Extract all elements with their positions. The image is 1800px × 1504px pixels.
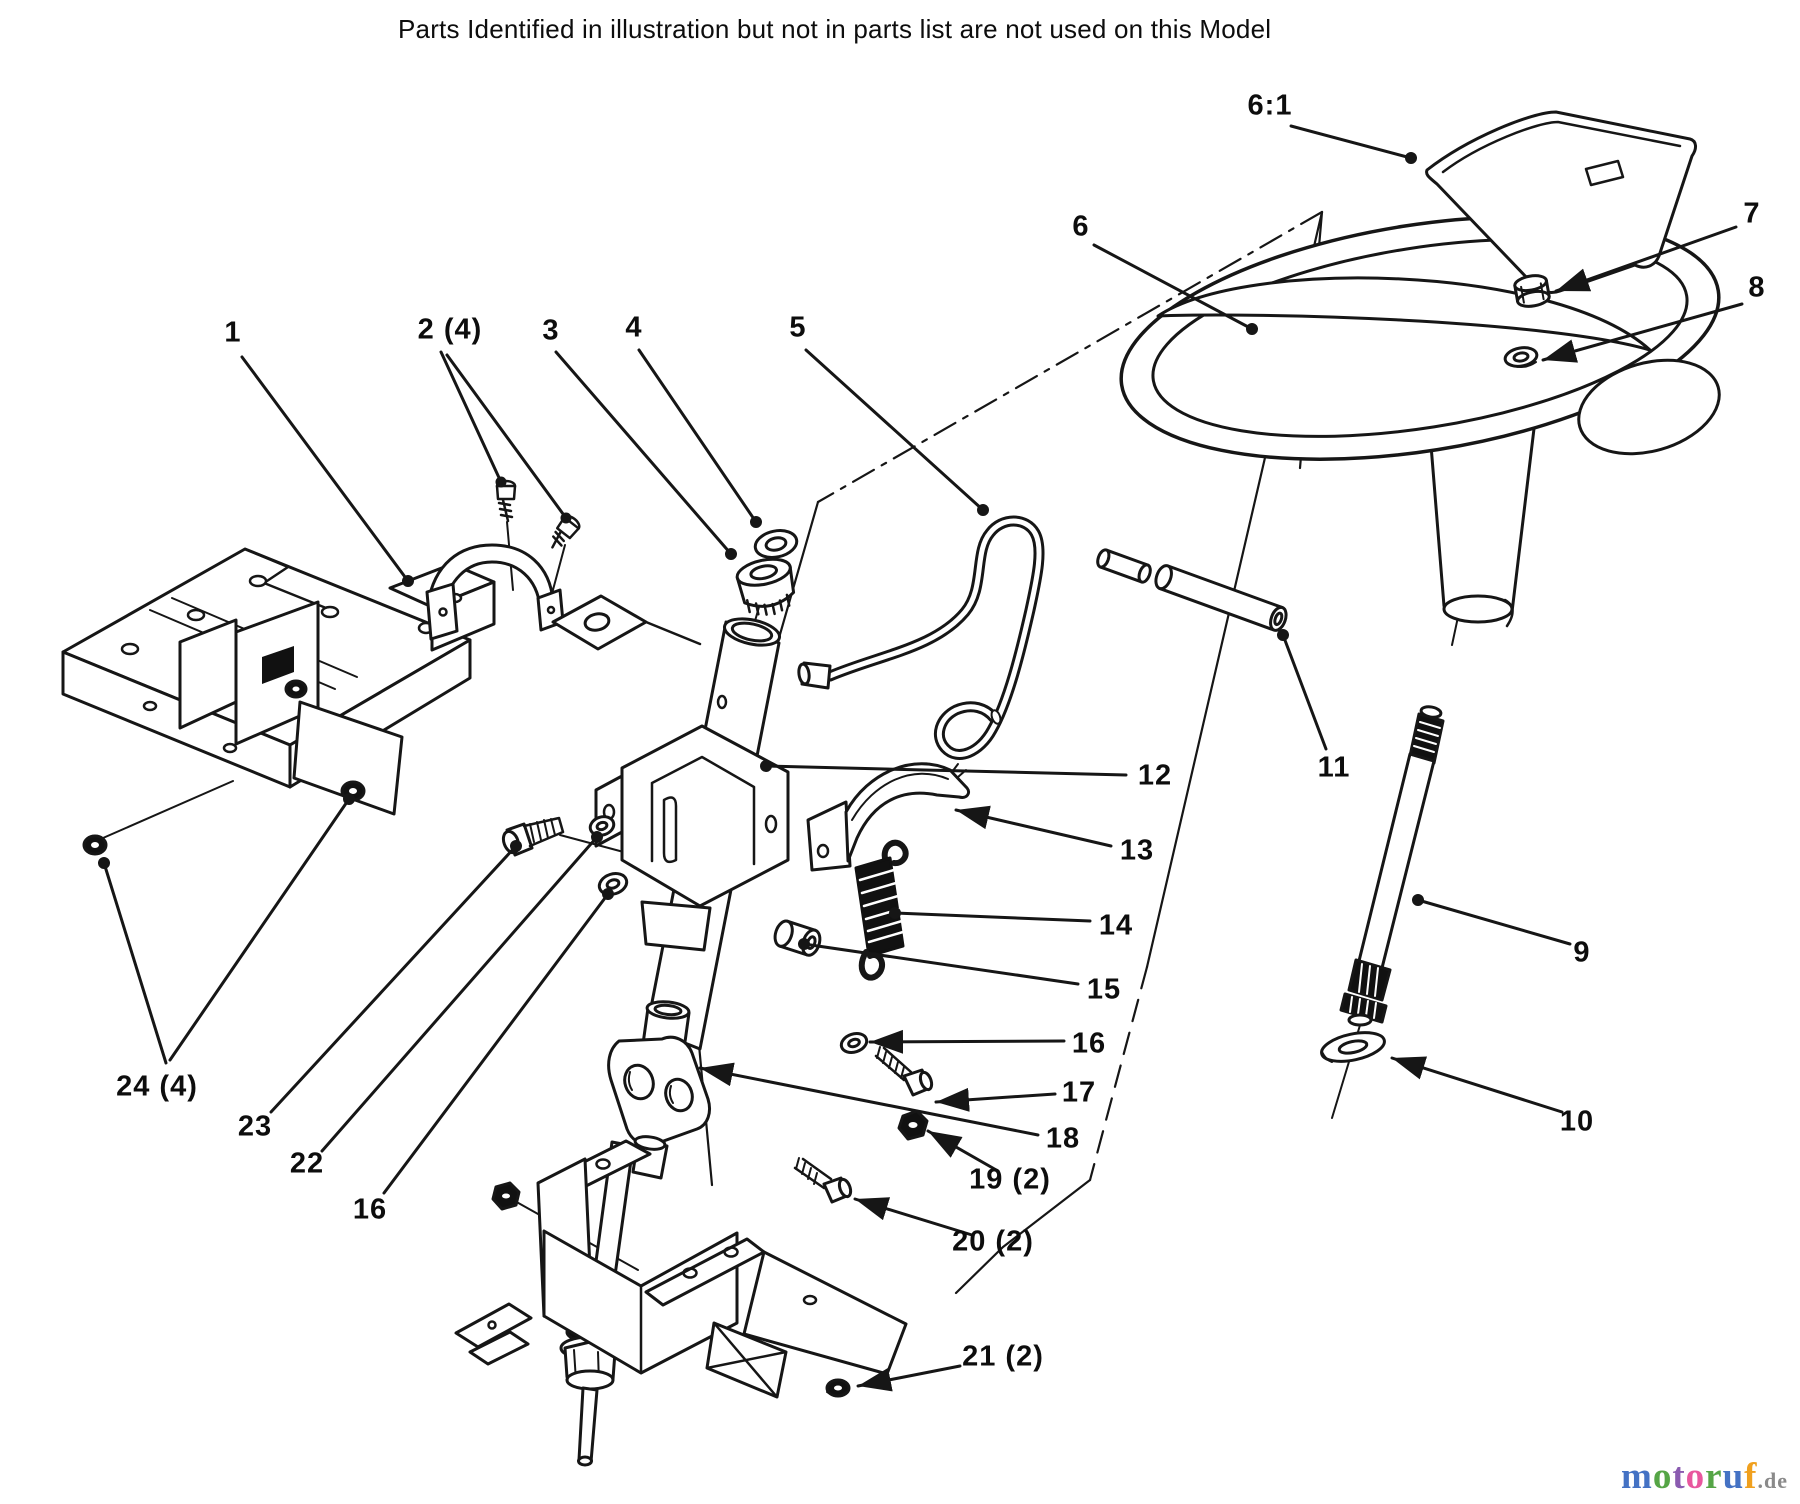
callout-label-part-12: 12 [1137,759,1173,792]
callout-label-part-19: 19 (2) [969,1163,1051,1196]
callout-label-part-5: 5 [789,311,807,344]
spacer-bushing [773,919,822,957]
leader-lines [98,124,1744,1392]
watermark-letter: o [1685,1456,1706,1497]
callout-label-part-24: 24 (4) [116,1070,198,1103]
column-bushing-3 [735,557,796,616]
callout-label-part-7: 7 [1743,197,1761,230]
wheel-cap [1425,110,1697,295]
callout-label-part-10: 10 [1559,1105,1595,1138]
washer-10 [1320,1031,1386,1063]
callout-label-part-3: 3 [542,314,560,347]
watermark-suffix: .de [1757,1468,1788,1493]
callout-label-part-9: 9 [1573,936,1591,969]
callout-label-part-15: 15 [1086,973,1122,1006]
wheel-nut-7 [1513,274,1551,308]
callout-label-part-16-right: 16 [1071,1027,1107,1060]
wheel-washer-8 [1503,346,1539,368]
column-tab-plate [551,594,702,651]
callout-label-part-20: 20 (2) [952,1225,1034,1258]
callout-label-part-23: 23 [237,1110,273,1143]
watermark-letter: m [1621,1456,1653,1497]
watermark-letter: t [1672,1456,1686,1497]
washer-22 [588,815,616,837]
bolt-17 [874,1046,934,1097]
callout-label-part-17: 17 [1061,1076,1097,1109]
universal-joint [607,1000,712,1180]
latch-cam [806,762,971,872]
callout-label-part-8: 8 [1748,271,1766,304]
callout-label-part-16-left: 16 [352,1193,388,1226]
steering-shaft [1339,705,1445,1027]
watermark-logo: motoruf.de [1621,1455,1788,1498]
column-support-bracket [594,724,790,952]
dash-bracket [61,547,496,816]
column-washer-4 [753,529,799,559]
watermark-letter: u [1722,1456,1745,1497]
nut-24 [82,780,366,856]
callout-label-part-14: 14 [1098,909,1134,942]
spacer-tube-11 [1154,564,1288,632]
callout-label-part-6: 6 [1072,210,1090,243]
wire-harness [797,515,1045,760]
callout-label-part-18: 18 [1045,1122,1081,1155]
callout-label-part-1: 1 [224,316,242,349]
watermark-letter: o [1652,1456,1673,1497]
page-title: Parts Identified in illustration but not… [398,14,1272,44]
callout-label-part-21: 21 (2) [962,1340,1044,1373]
lower-mount-bracket [454,1139,908,1399]
callout-label-part-4: 4 [625,311,643,344]
watermark-letter: f [1744,1456,1758,1497]
bolt-20 [793,1157,853,1204]
callout-label-part-22: 22 [289,1147,325,1180]
callout-label-part-13: 13 [1119,834,1155,867]
callout-label-part-6-1: 6:1 [1247,89,1293,122]
bolt-23 [501,816,565,857]
harness-tip [1096,548,1152,584]
wheel-hub [1426,406,1538,628]
callout-label-part-2: 2 (4) [417,313,483,346]
nut-19 [491,1109,929,1211]
washer-16-right [839,1032,869,1054]
callout-label-part-11: 11 [1317,751,1351,784]
watermark-letter: r [1705,1456,1723,1497]
nut-21 [825,1378,851,1398]
